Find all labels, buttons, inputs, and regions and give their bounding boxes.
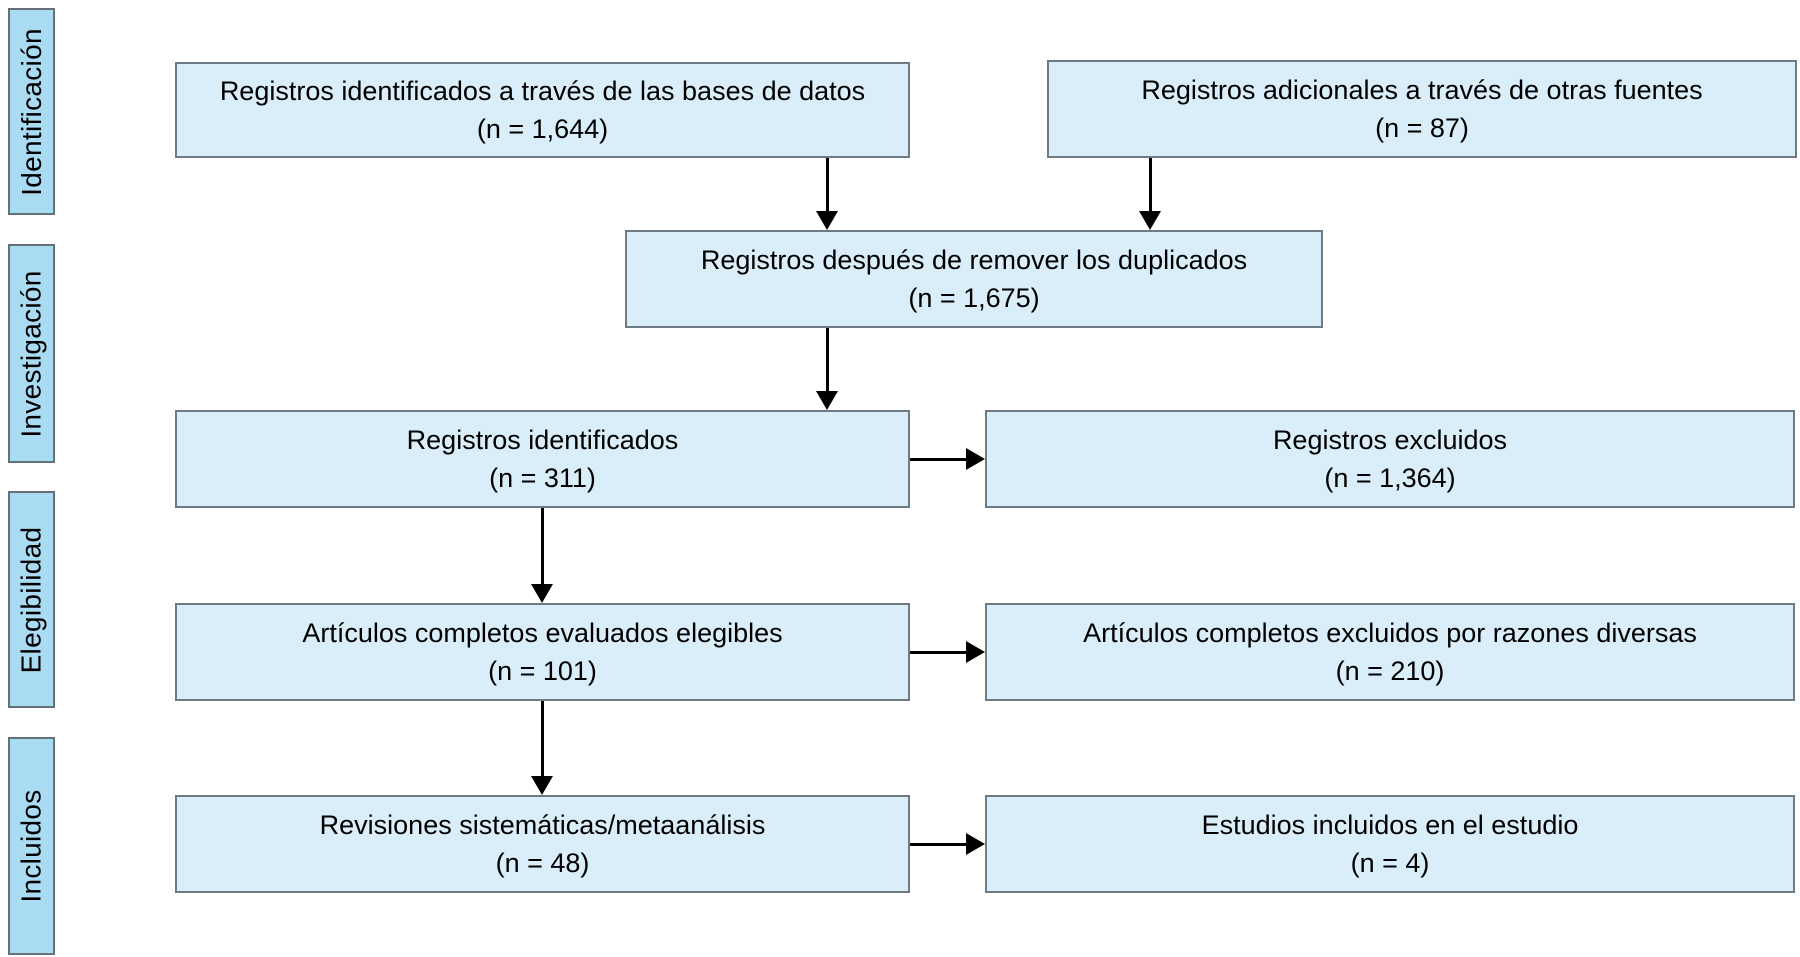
arrow-right-icon bbox=[910, 833, 985, 855]
arrow-down-icon bbox=[531, 508, 553, 603]
box-count: (n = 1,364) bbox=[1324, 463, 1456, 493]
box-additional-sources: Registros adicionales a través de otras … bbox=[1047, 60, 1797, 158]
arrow-down-icon bbox=[816, 158, 838, 230]
arrow-down-icon bbox=[531, 701, 553, 795]
box-fulltext-assessed: Artículos completos evaluados elegibles … bbox=[175, 603, 910, 701]
box-label: Registros adicionales a través de otras … bbox=[1141, 75, 1703, 105]
arrow-right-icon bbox=[910, 641, 985, 663]
box-count: (n = 1,644) bbox=[476, 114, 609, 144]
box-count: (n = 311) bbox=[489, 463, 596, 493]
stage-identification: Identificación bbox=[8, 8, 55, 215]
stage-label: Elegibilidad bbox=[15, 526, 47, 673]
stage-label: Investigación bbox=[15, 269, 47, 438]
box-label: Registros excluidos bbox=[1272, 425, 1508, 455]
box-label: Estudios incluidos en el estudio bbox=[1201, 810, 1579, 840]
stage-included: Incluidos bbox=[8, 737, 55, 955]
box-label: Artículos completos excluidos por razone… bbox=[1083, 618, 1697, 648]
stage-label: Incluidos bbox=[15, 789, 47, 903]
box-systematic-reviews: Revisiones sistemáticas/metaanálisis (n … bbox=[175, 795, 910, 893]
box-fulltext-excluded: Artículos completos excluidos por razone… bbox=[985, 603, 1795, 701]
box-label: Registros identificados bbox=[406, 425, 679, 455]
box-label: Registros después de remover los duplica… bbox=[700, 245, 1248, 275]
box-count: (n = 1,675) bbox=[908, 283, 1040, 313]
box-identified-databases: Registros identificados a través de las … bbox=[175, 62, 910, 158]
box-label: Artículos completos evaluados elegibles bbox=[302, 618, 783, 648]
arrow-down-icon bbox=[816, 328, 838, 410]
box-count: (n = 4) bbox=[1350, 848, 1430, 878]
box-count: (n = 87) bbox=[1375, 113, 1469, 143]
box-count: (n = 101) bbox=[488, 656, 597, 686]
stage-eligibility: Elegibilidad bbox=[8, 491, 55, 708]
box-after-duplicates: Registros después de remover los duplica… bbox=[625, 230, 1323, 328]
stage-screening: Investigación bbox=[8, 244, 55, 463]
arrow-right-icon bbox=[910, 448, 985, 470]
box-studies-included: Estudios incluidos en el estudio (n = 4) bbox=[985, 795, 1795, 893]
box-records-screened: Registros identificados (n = 311) bbox=[175, 410, 910, 508]
box-count: (n = 210) bbox=[1335, 656, 1445, 686]
arrow-down-icon bbox=[1139, 158, 1161, 230]
box-records-excluded: Registros excluidos (n = 1,364) bbox=[985, 410, 1795, 508]
box-count: (n = 48) bbox=[495, 848, 590, 878]
stage-label: Identificación bbox=[15, 27, 47, 196]
box-label: Revisiones sistemáticas/metaanálisis bbox=[319, 810, 766, 840]
box-label: Registros identificados a través de las … bbox=[219, 76, 866, 106]
